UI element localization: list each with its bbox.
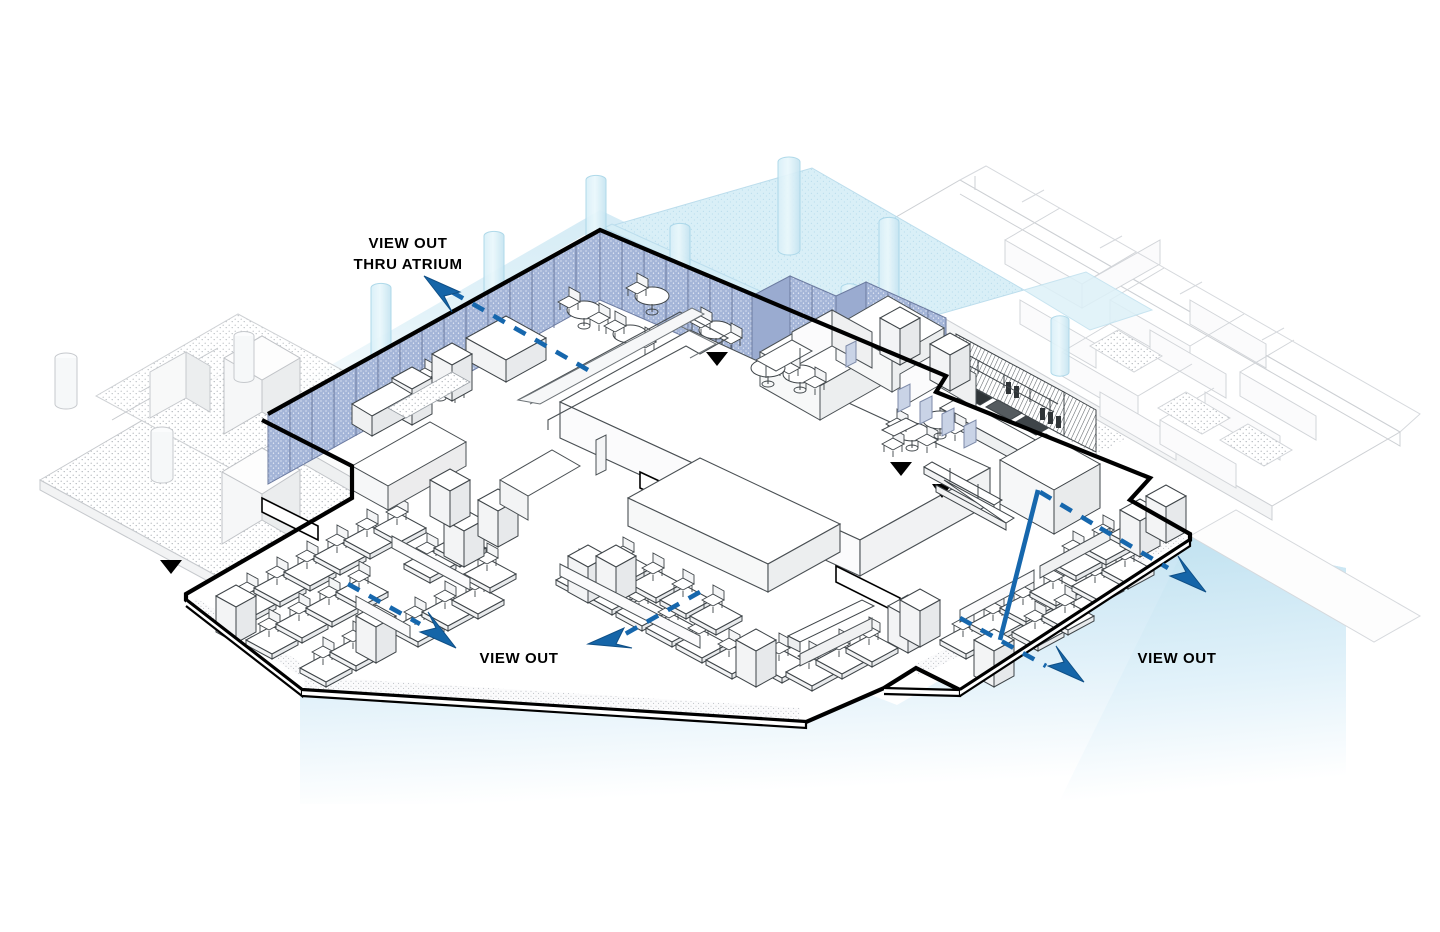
- corridor-band: [516, 307, 706, 405]
- arrowhead-se-b: [1046, 645, 1085, 683]
- annotation-line-1: VIEW OUT: [369, 235, 448, 252]
- office-glass-panels: [845, 340, 977, 449]
- sightline-south-dash: [616, 589, 702, 641]
- annotation-line-2: THRU ATRIUM: [353, 256, 462, 273]
- core-wing-face-r: [767, 523, 841, 593]
- slab-edge-e: [959, 537, 1192, 697]
- arrowhead-se-a: [1168, 555, 1207, 593]
- column-5: [777, 156, 801, 256]
- servery-buffet-tables: [923, 461, 1015, 531]
- sightline-arrowheads: [418, 275, 1207, 683]
- sightline-se-b-dash: [958, 615, 1048, 669]
- annotation-line-1: VIEW OUT: [480, 650, 559, 667]
- annotation-line-1: VIEW OUT: [1138, 650, 1217, 667]
- kitchen-lounge: [880, 408, 967, 458]
- view-plane-east: [1060, 536, 1346, 800]
- zone-open-office-sw: [215, 488, 519, 688]
- servery-island-faceR: [1053, 463, 1101, 535]
- corridor-wall-outer: [517, 311, 730, 430]
- office-meeting-furniture: [750, 339, 827, 396]
- sw-partitions: [355, 535, 471, 639]
- zone-dining-cafe: [350, 272, 743, 437]
- sightline-se-a-dash-real: [1038, 490, 1102, 530]
- annotation-view-out-south: VIEW OUT: [480, 650, 559, 667]
- zone-open-office-south: [555, 536, 929, 692]
- sightline-atrium-dash: [450, 290, 590, 372]
- cafe-millwork: [350, 315, 548, 437]
- arrowhead-atrium: [423, 275, 462, 313]
- zone-central-core: [160, 307, 992, 616]
- ghost-slab-far-right: [1188, 509, 1422, 643]
- annotations-group: VIEW OUT THRU ATRIUM VIEW OUT VIEW OUT: [353, 235, 1217, 667]
- column-9: [1050, 315, 1070, 377]
- sightline-se-a-dash: [997, 489, 1041, 641]
- sightlines-group: [346, 279, 1170, 669]
- building-cut-outline: [183, 227, 1193, 730]
- zone-kitchen-servery: [880, 333, 1102, 535]
- annotation-view-out-thru-atrium: VIEW OUT THRU ATRIUM: [353, 235, 462, 273]
- arrowhead-south: [586, 626, 633, 649]
- carpet-south-band: [304, 676, 800, 722]
- south-partitions: [559, 563, 873, 667]
- arrowhead-sw: [418, 611, 457, 649]
- annotation-view-out-east: VIEW OUT: [1138, 650, 1217, 667]
- core-face-right: [859, 467, 991, 577]
- zone-millwork-left: [350, 421, 582, 528]
- cafe-serving-stipple: [387, 371, 471, 419]
- slab-edge-se: [883, 686, 962, 698]
- kitchen-hatch-wall-2: [1063, 391, 1097, 453]
- ghost-columns-left: [54, 331, 255, 484]
- slab-edge-s: [301, 688, 808, 730]
- roof-canopy-extension: [1022, 271, 1154, 331]
